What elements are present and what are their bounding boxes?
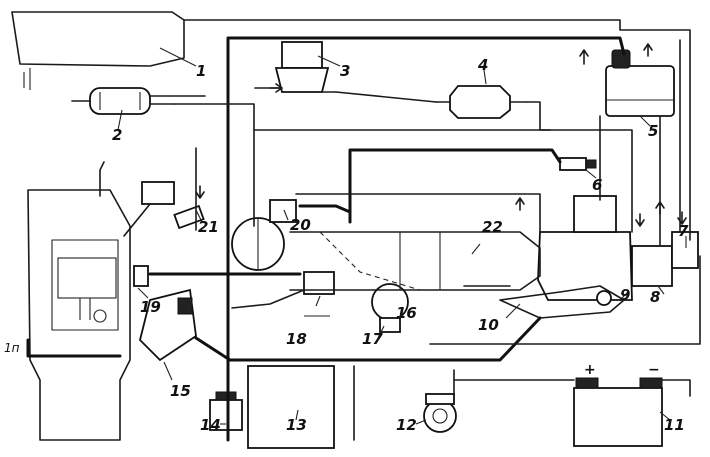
idle-air-valve	[371, 283, 409, 333]
temperature-sensor	[559, 157, 597, 171]
callout-17: 17	[362, 330, 383, 348]
callout-21: 21	[198, 218, 219, 236]
airflow-meter	[231, 199, 297, 271]
callout-11: 11	[664, 416, 685, 434]
callout-10: 10	[478, 316, 499, 334]
callout-5: 5	[648, 122, 658, 140]
callout-1: 1	[196, 62, 206, 80]
callout-19: 19	[140, 298, 161, 316]
callout-leaders	[117, 47, 687, 425]
fuel-damper	[254, 41, 337, 93]
wiring-harness	[26, 36, 626, 442]
callout-labels: 1 2 3 4 5 6 7 8 9 10 11 12 13 14 15 16 1…	[4, 56, 689, 434]
flow-arrows	[195, 43, 687, 227]
ignition-switch	[423, 393, 457, 433]
battery	[573, 377, 663, 447]
left-mark: 1п	[4, 341, 20, 355]
callout-9: 9	[620, 286, 630, 304]
throttle-body-assembly	[537, 195, 699, 301]
callout-6: 6	[592, 176, 602, 194]
callout-22: 22	[482, 218, 503, 236]
control-unit	[605, 49, 675, 117]
fuel-pump	[71, 87, 206, 115]
callout-3: 3	[340, 62, 350, 80]
callout-16: 16	[396, 304, 417, 322]
relay	[209, 391, 243, 431]
callout-12: 12	[396, 416, 417, 434]
fuel-lines	[174, 19, 701, 441]
oxygen-sensor	[231, 271, 335, 317]
battery-minus-sign: −	[648, 362, 660, 378]
battery-plus-sign: +	[584, 362, 596, 378]
intake-duct	[289, 231, 541, 291]
callout-7: 7	[678, 222, 689, 240]
engine-block	[27, 161, 175, 441]
callout-15: 15	[170, 382, 191, 400]
callout-20: 20	[290, 216, 311, 234]
fuel-filter	[435, 85, 527, 119]
callout-13: 13	[286, 416, 307, 434]
callout-14: 14	[200, 416, 221, 434]
callout-4: 4	[477, 56, 488, 74]
ecu-box	[247, 365, 335, 449]
distributor	[139, 288, 197, 362]
callout-18: 18	[286, 330, 307, 348]
callout-2: 2	[112, 126, 122, 144]
callout-8: 8	[650, 288, 660, 306]
fuel-tank	[11, 11, 185, 90]
